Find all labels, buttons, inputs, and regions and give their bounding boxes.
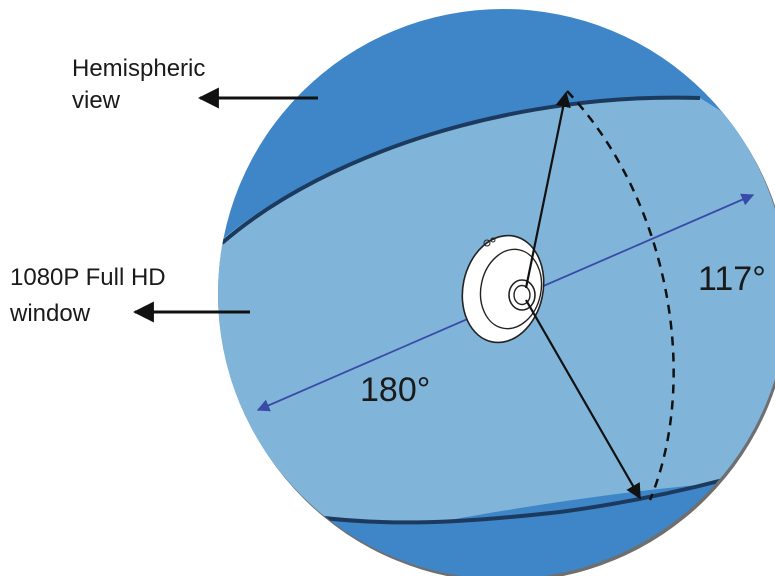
upper-extent-arrow <box>524 91 571 289</box>
lower-extent-arrow <box>525 299 641 500</box>
fisheye-camera-icon <box>461 234 545 344</box>
hemispheric-view-label-line2: view <box>72 87 121 114</box>
hemispheric-view-label-line1: Hemispheric <box>72 55 205 82</box>
window-label-line1: 1080P Full HD <box>10 264 166 291</box>
horizontal-angle-label: 180° <box>360 371 430 409</box>
window-label-line2: window <box>9 300 91 327</box>
vertical-angle-label: 117° <box>698 260 766 298</box>
window-bottom-edge <box>299 468 761 525</box>
